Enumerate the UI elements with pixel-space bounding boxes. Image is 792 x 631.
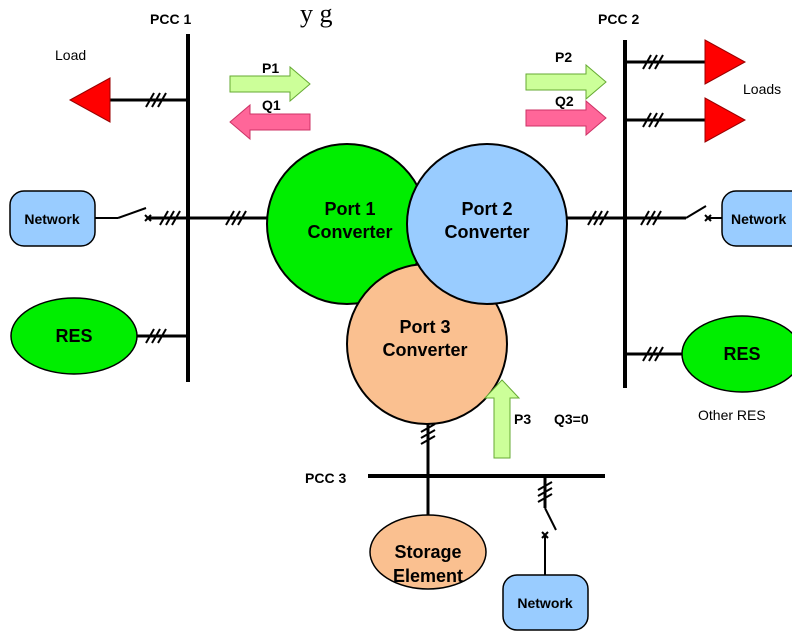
- left-network-switch: [117, 207, 147, 219]
- p2-label: P2: [555, 49, 572, 65]
- port2-three-phase-icon: [587, 210, 609, 226]
- right-network-label: Network: [731, 211, 786, 227]
- right-load2-icon: [704, 97, 747, 143]
- port1-three-phase-icon: [225, 210, 247, 226]
- right-load1-icon: [704, 39, 747, 85]
- port2-line1: Port 2: [461, 199, 512, 219]
- right-loads-label: Loads: [743, 81, 781, 97]
- left-res-label: RES: [55, 326, 92, 346]
- p1-arrow-icon: [229, 65, 311, 103]
- right-load1-three-phase-icon: [642, 54, 664, 70]
- right-res-ellipse: [681, 315, 792, 393]
- other-res-label: Other RES: [698, 407, 766, 423]
- port2-line2: Converter: [444, 222, 529, 242]
- right-network-box: [721, 190, 792, 247]
- storage-line2: Element: [393, 566, 463, 586]
- bottom-network-box: [502, 574, 589, 631]
- right-res-three-phase-icon: [642, 346, 664, 362]
- pcc1-label: PCC 1: [150, 11, 191, 27]
- q1-label: Q1: [262, 97, 281, 113]
- q3-label: Q3=0: [554, 411, 589, 427]
- left-load-icon: [68, 77, 111, 123]
- p3-arrow-icon: [483, 379, 521, 459]
- right-network-three-phase-icon: [640, 210, 662, 226]
- bottom-network-label: Network: [517, 595, 572, 611]
- pcc3-label: PCC 3: [305, 470, 346, 486]
- bottom-network-three-phase-icon: [537, 481, 553, 503]
- pcc2-label: PCC 2: [598, 11, 639, 27]
- port3-line2: Converter: [382, 340, 467, 360]
- right-load2-three-phase-icon: [642, 112, 664, 128]
- port3-three-phase-icon: [420, 423, 436, 445]
- left-network-label: Network: [24, 211, 79, 227]
- q1-arrow-icon: [229, 103, 311, 141]
- right-network-switch: [685, 205, 707, 219]
- left-load-three-phase-icon: [145, 92, 167, 108]
- storage-ellipse: [369, 514, 487, 590]
- left-switch-x-icon: [144, 214, 152, 222]
- storage-line1: Storage: [394, 542, 461, 562]
- left-load-label: Load: [55, 47, 86, 63]
- port3-line1: Port 3: [399, 317, 450, 337]
- bottom-network-switch: [544, 507, 557, 531]
- p2-arrow-icon: [525, 63, 607, 101]
- q2-label: Q2: [555, 93, 574, 109]
- diagram-title: y g: [300, 0, 333, 28]
- right-res-label: RES: [723, 344, 760, 364]
- p1-label: P1: [262, 60, 279, 76]
- p3-label: P3: [514, 411, 531, 427]
- port2-converter: [406, 143, 568, 305]
- port1-line1: Port 1: [324, 199, 375, 219]
- left-res-three-phase-icon: [145, 328, 167, 344]
- left-network-three-phase-icon: [159, 210, 181, 226]
- q2-arrow-icon: [525, 99, 607, 137]
- port1-line2: Converter: [307, 222, 392, 242]
